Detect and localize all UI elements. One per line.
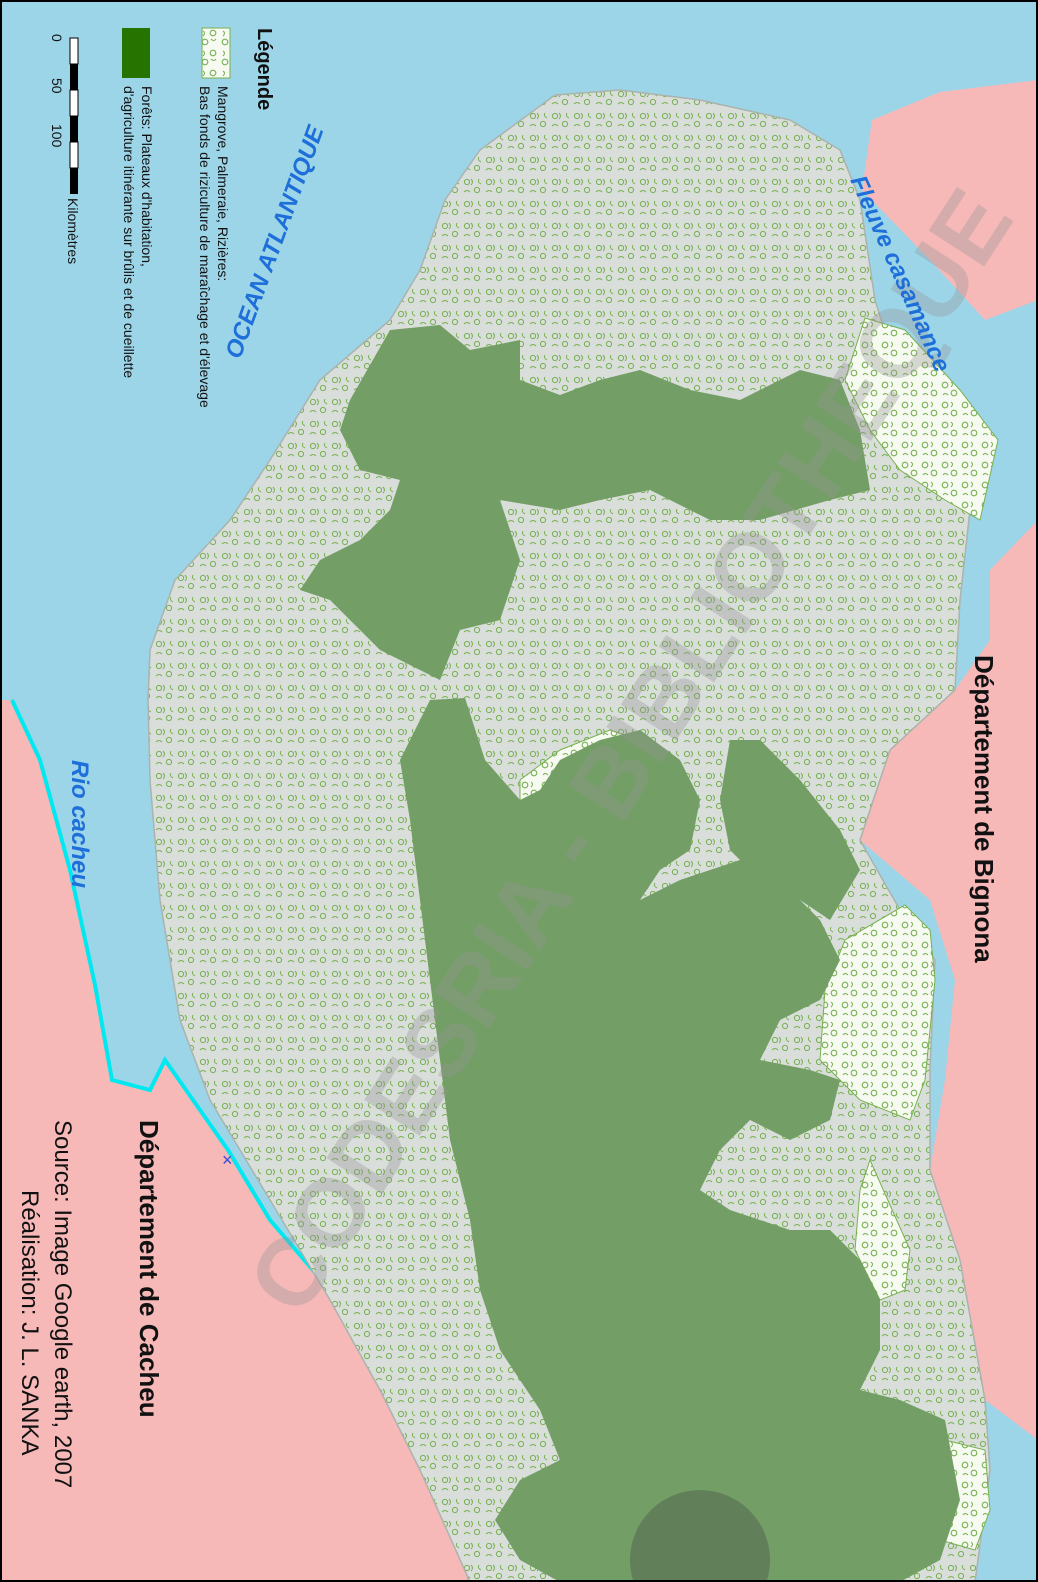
land-bignona	[862, 80, 1038, 320]
land-cacheu	[0, 700, 470, 1582]
author-label: Réalisation: J. L. SANKA	[16, 1190, 43, 1455]
legend-mangrove-line1: Mangrove, Palmeraie, Rizières:	[215, 86, 231, 281]
scale-tick-0: 0	[49, 34, 65, 42]
bottom-circle	[630, 1490, 770, 1582]
scale-tick-50: 50	[49, 78, 65, 94]
dept-cacheu-label: Département de Cacheu	[134, 1120, 164, 1418]
legend: Légende Mangrove, Palmeraie, Rizières: B…	[49, 27, 275, 408]
land-bignona-south	[850, 520, 1038, 1440]
legend-forest-swatch	[122, 28, 150, 78]
legend-mangrove-line2: Bas fonds de riziculture de maraîchage e…	[197, 86, 213, 408]
river-cacheu-label: Rio cacheu	[66, 760, 93, 888]
source-label: Source: Image Google earth, 2007	[49, 1120, 76, 1488]
scale-bar: 0 50 100 Kilomètres	[49, 34, 81, 264]
legend-mangrove-swatch	[201, 27, 231, 79]
cross-marker: ×	[222, 1150, 233, 1170]
scale-unit: Kilomètres	[65, 198, 81, 264]
forest-areas	[300, 325, 960, 1582]
legend-forest-line1: Forêts: Plateaux d'habitation,	[139, 86, 155, 267]
scale-tick-100: 100	[49, 124, 65, 148]
legend-forest-line2: d'agriculture itinérante sur brûlis et d…	[121, 86, 137, 378]
dept-bignona-label: Département de Bignona	[969, 655, 999, 963]
legend-title: Légende	[253, 28, 275, 110]
